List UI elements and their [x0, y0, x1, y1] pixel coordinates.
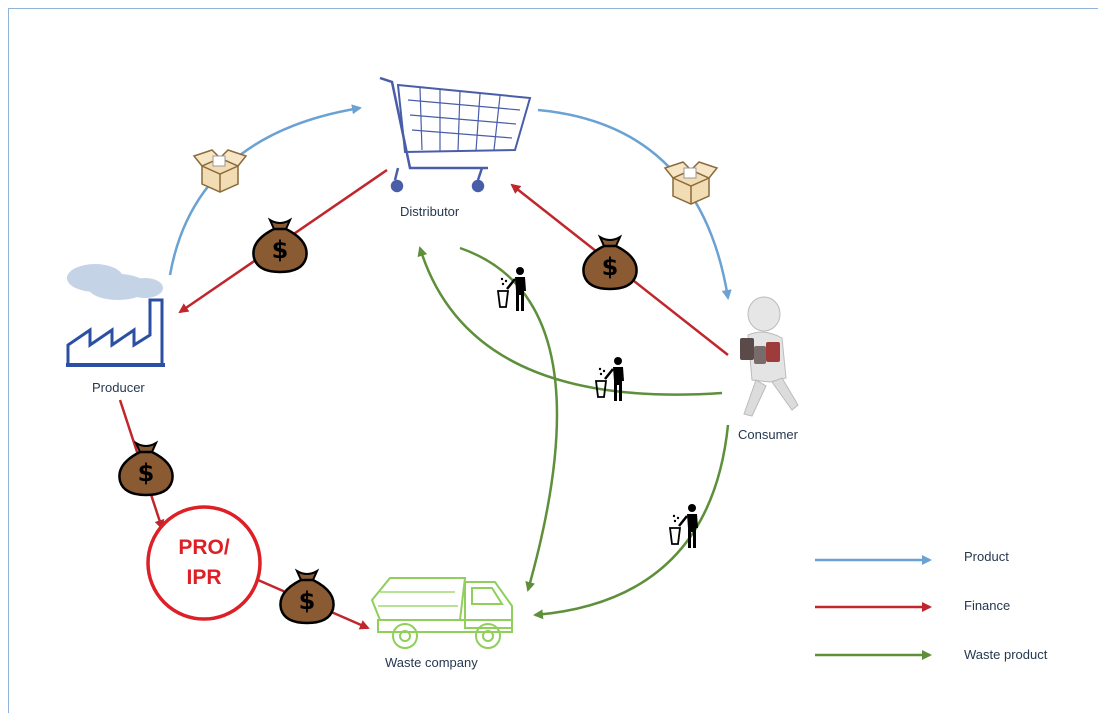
pro-ipr-line-1: PRO/: [178, 536, 230, 559]
distributor-label: Distributor: [400, 204, 460, 219]
factory-icon: [66, 264, 165, 367]
shopping-cart-icon: [379, 76, 532, 193]
money-bag-icon: [582, 235, 638, 291]
money-bag-icon: [252, 218, 308, 274]
legend-product-label: Product: [964, 549, 1009, 564]
waste-company-label: Waste company: [385, 655, 478, 670]
trash-disposal-icon: [594, 355, 626, 403]
money-bag-icon: [279, 569, 335, 625]
person-carrying-products-icon: [740, 296, 799, 417]
dump-truck-icon: [370, 577, 513, 649]
waste-arrow-distributor-to-waste-company: [459, 246, 559, 592]
box-icon: [664, 161, 718, 205]
pro-ipr-line-2: IPR: [186, 566, 222, 589]
legend-waste-label: Waste product: [964, 647, 1048, 662]
consumer-label: Consumer: [738, 427, 798, 442]
producer-label: Producer: [92, 380, 145, 395]
product-arrow-distributor-to-consumer: [537, 108, 732, 300]
pro-ipr-circle: [146, 505, 262, 621]
diagram-frame: [8, 8, 1098, 713]
waste-arrow-consumer-to-distributor: [417, 246, 723, 396]
money-bag-icon: [118, 441, 174, 497]
legend-finance-label: Finance: [964, 598, 1011, 613]
pro-ipr-label: PRO/ IPR: [144, 533, 264, 593]
waste-arrow-consumer-to-waste-company: [533, 424, 730, 620]
trash-disposal-icon: [496, 265, 528, 313]
box-icon: [193, 149, 247, 193]
trash-disposal-icon: [668, 502, 700, 550]
